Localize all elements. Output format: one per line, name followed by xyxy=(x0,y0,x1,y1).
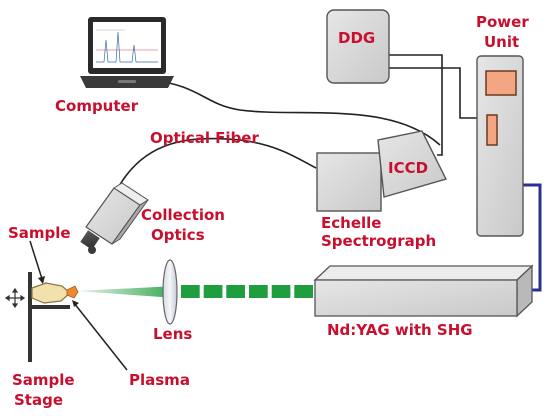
beam-pulse xyxy=(271,285,291,298)
sample-stage-label-2: Stage xyxy=(14,391,63,409)
display-spectrum-icon xyxy=(96,29,158,63)
iccd-label: ICCD xyxy=(388,159,428,177)
spectrograph-box xyxy=(316,152,382,212)
optical-fiber-label: Optical Fiber xyxy=(150,129,259,147)
echelle-label-2: Spectrograph xyxy=(321,232,436,250)
beam-pulse xyxy=(226,285,245,298)
beam-pulse xyxy=(203,285,223,298)
sample xyxy=(31,282,71,304)
power-indicator-display xyxy=(485,70,517,96)
computer-label: Computer xyxy=(55,97,139,115)
sample-stage xyxy=(28,272,70,362)
power-unit-box xyxy=(476,55,524,237)
laser-beam xyxy=(181,285,313,298)
echelle-label-1: Echelle xyxy=(321,214,381,232)
plasma-pointer-arrow xyxy=(72,300,128,371)
ddg-iccd-cable xyxy=(388,54,443,156)
plasma-plume xyxy=(66,285,79,299)
optical-fiber xyxy=(117,137,317,189)
sample-stage-label-1: Sample xyxy=(12,371,75,389)
plasma-label: Plasma xyxy=(129,371,190,389)
sample-label: Sample xyxy=(8,224,71,242)
collection-optics xyxy=(80,182,149,254)
stage-move-arrows-icon xyxy=(4,287,26,309)
power-unit-label-2: Unit xyxy=(484,33,519,51)
power-unit-label-1: Power xyxy=(476,13,529,31)
ddg-box xyxy=(326,9,390,84)
beam-pulse xyxy=(181,285,200,298)
laser-head xyxy=(313,264,534,318)
lens-label: Lens xyxy=(153,325,192,343)
ddg-power-cable xyxy=(388,67,478,119)
computer xyxy=(80,17,174,88)
collection-optics-label-1: Collection xyxy=(141,206,225,224)
laptop-display xyxy=(93,22,161,68)
iccd-camera xyxy=(377,130,448,198)
laser-label: Nd:YAG with SHG xyxy=(327,321,473,339)
computer-iccd-cable xyxy=(149,79,441,146)
collection-lens-barrel xyxy=(80,230,100,250)
beam-pulse xyxy=(294,285,313,298)
power-switch xyxy=(486,114,498,146)
sample-pointer-arrow xyxy=(29,240,45,284)
focusing-lens xyxy=(162,259,178,325)
ddg-label: DDG xyxy=(338,29,375,47)
beam-pulse xyxy=(249,285,268,298)
collection-optics-label-2: Optics xyxy=(151,226,205,244)
focused-beam-cone xyxy=(76,286,176,298)
